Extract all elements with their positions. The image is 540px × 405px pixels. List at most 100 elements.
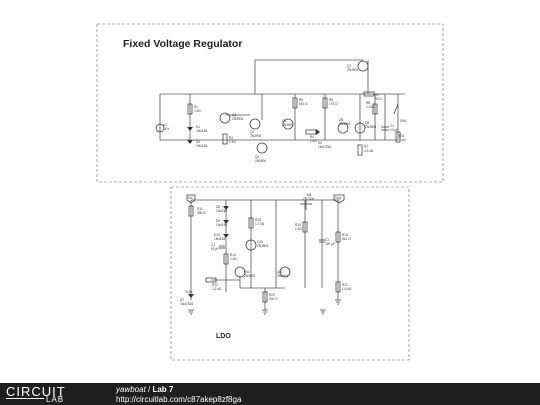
q2-transistor: Q2 2N3904 <box>249 118 261 138</box>
svg-text:2N3904: 2N3904 <box>347 68 358 72</box>
top-rail-wire <box>159 59 405 141</box>
svg-text:Q10: Q10 <box>257 240 263 244</box>
svg-text:2N3904: 2N3904 <box>365 125 376 129</box>
r13-resistor: R13 1 kΩ <box>223 253 237 265</box>
svg-text:1 kΩ: 1 kΩ <box>310 139 317 143</box>
svg-text:5.6V: 5.6V <box>186 290 193 294</box>
svg-text:1N4148: 1N4148 <box>216 209 227 213</box>
svg-text:Q11: Q11 <box>244 270 250 274</box>
svg-text:2N3904: 2N3904 <box>277 274 288 278</box>
svg-text:Q12: Q12 <box>277 270 283 274</box>
svg-text:1N4148: 1N4148 <box>216 223 227 227</box>
svg-text:R5: R5 <box>299 98 303 102</box>
fixed-regulator-frame <box>96 23 444 183</box>
d2-diode: D2 1N4148 <box>187 140 207 148</box>
q6-transistor: Q6 2N3904 <box>354 121 376 134</box>
fixed-voltage-regulator-section: Fixed Voltage Regulator V1 18 V R1 1 kΩ … <box>96 23 444 183</box>
svg-text:2N3904: 2N3904 <box>244 274 255 278</box>
svg-text:175 Ω: 175 Ω <box>329 102 338 106</box>
r22-resistor: R22 240 Ω <box>262 291 278 303</box>
v1-source: V1 18 V <box>155 123 170 133</box>
svg-text:R6: R6 <box>329 98 333 102</box>
q5-transistor: Q5 2N3904 <box>337 118 350 134</box>
ground-symbols <box>188 299 341 315</box>
r1-resistor: R1 1 kΩ <box>187 103 201 115</box>
q12-transistor: Q12 2N3904 <box>277 266 291 278</box>
r4-resistor: R4 1 kΩ <box>305 129 317 143</box>
svg-text:240 Ω: 240 Ω <box>269 297 278 301</box>
svg-text:2.2 kΩ: 2.2 kΩ <box>212 287 222 291</box>
r9-resistor: R9 50 Ω <box>363 91 382 101</box>
project-title[interactable]: Lab 7 <box>152 385 174 394</box>
svg-text:Q3: Q3 <box>255 155 259 159</box>
sw1-switch: SW1 <box>393 103 407 123</box>
svg-text:1 kΩ: 1 kΩ <box>295 227 302 231</box>
d10-diode: D10 1N4148 <box>214 233 229 241</box>
svg-text:R8: R8 <box>366 101 370 105</box>
svg-text:2N3904: 2N3904 <box>282 123 293 127</box>
svg-text:Q7: Q7 <box>347 64 351 68</box>
r20-resistor: R20 813 Ω <box>335 231 351 243</box>
svg-text:D9: D9 <box>216 219 220 223</box>
svg-text:R7: R7 <box>364 145 368 149</box>
project-breadcrumb: yawboat / Lab 7 <box>116 385 173 394</box>
mid-wire <box>189 94 386 140</box>
logo-trace-icon <box>6 398 44 399</box>
d8-diode: D8 1N4148 <box>216 205 229 213</box>
svg-text:1.2 kΩ: 1.2 kΩ <box>255 222 265 226</box>
vin-terminal: Vin <box>186 194 196 204</box>
svg-text:813 Ω: 813 Ω <box>342 237 351 241</box>
svg-text:2N7000: 2N7000 <box>303 197 314 201</box>
logo-word-circuit: CIRCUIT <box>6 384 66 399</box>
author-link[interactable]: yawboat <box>116 385 146 394</box>
r15-resistor: R15 1 kΩ <box>295 221 308 233</box>
svg-text:D7: D7 <box>180 298 184 302</box>
svg-text:Q6: Q6 <box>365 121 369 125</box>
svg-text:1.6 kΩ: 1.6 kΩ <box>342 287 352 291</box>
svg-text:815 Ω: 815 Ω <box>299 102 308 106</box>
svg-text:D8: D8 <box>216 205 220 209</box>
svg-text:SW1: SW1 <box>400 119 407 123</box>
svg-text:1.3 kΩ: 1.3 kΩ <box>366 105 376 109</box>
svg-text:V1: V1 <box>163 123 167 127</box>
svg-text:D1: D1 <box>196 125 200 129</box>
r21-resistor: R21 1.6 kΩ <box>335 281 352 293</box>
svg-text:220 µF: 220 µF <box>325 242 335 246</box>
svg-text:Q5: Q5 <box>339 118 343 122</box>
svg-text:R21: R21 <box>342 283 348 287</box>
r16-resistor: R16 1.2 kΩ <box>248 217 265 229</box>
q1-transistor: Q1 2N3904 <box>219 112 243 124</box>
svg-text:1N4733A: 1N4733A <box>180 302 194 306</box>
r11-resistor: R11 1 kΩ <box>395 131 406 143</box>
q11-transistor: Q11 2N3904 <box>234 266 255 278</box>
svg-text:1N4733A: 1N4733A <box>318 145 332 149</box>
svg-text:390 Ω: 390 Ω <box>197 211 206 215</box>
r12-resistor: R12 2.2 kΩ <box>205 277 222 291</box>
svg-text:C1: C1 <box>211 243 215 247</box>
svg-text:1N4148: 1N4148 <box>196 144 207 148</box>
r7-resistor: R7 4.3 kΩ <box>357 144 374 156</box>
footer-bar: CIRCUIT LAB yawboat / Lab 7 http://circu… <box>0 383 540 405</box>
svg-text:Vin: Vin <box>188 196 193 200</box>
svg-text:R20: R20 <box>342 233 348 237</box>
vout-terminal: Vout <box>333 194 345 204</box>
svg-text:R13: R13 <box>230 253 236 257</box>
ldo-section: LDO Vin Vout R11 390 Ω D8 1N4148 D9 1N41… <box>170 186 410 361</box>
svg-text:2N3904: 2N3904 <box>250 134 261 138</box>
svg-text:Vout: Vout <box>335 196 341 200</box>
svg-text:2N3904: 2N3904 <box>339 122 350 126</box>
circuitlab-logo[interactable]: CIRCUIT LAB <box>6 384 92 404</box>
r5-resistor: R5 815 Ω <box>292 97 308 109</box>
svg-text:C3: C3 <box>325 238 329 242</box>
svg-text:1N4148: 1N4148 <box>214 237 225 241</box>
logo-word-lab: LAB <box>46 395 65 404</box>
m8-mosfet: M8 2N7000 <box>300 193 314 210</box>
project-url[interactable]: http://circuitlab.com/c87akep8zf8ga <box>116 395 242 404</box>
ldo-r11-resistor: R11 390 Ω <box>188 205 206 217</box>
fixed-regulator-title: Fixed Voltage Regulator <box>123 38 242 50</box>
svg-text:R15: R15 <box>295 223 301 227</box>
svg-text:Q1: Q1 <box>232 113 236 117</box>
d7-zener: 5.6V D7 1N4733A <box>180 290 194 306</box>
svg-text:51 pF: 51 pF <box>211 247 219 251</box>
svg-text:10 µF: 10 µF <box>390 128 398 132</box>
